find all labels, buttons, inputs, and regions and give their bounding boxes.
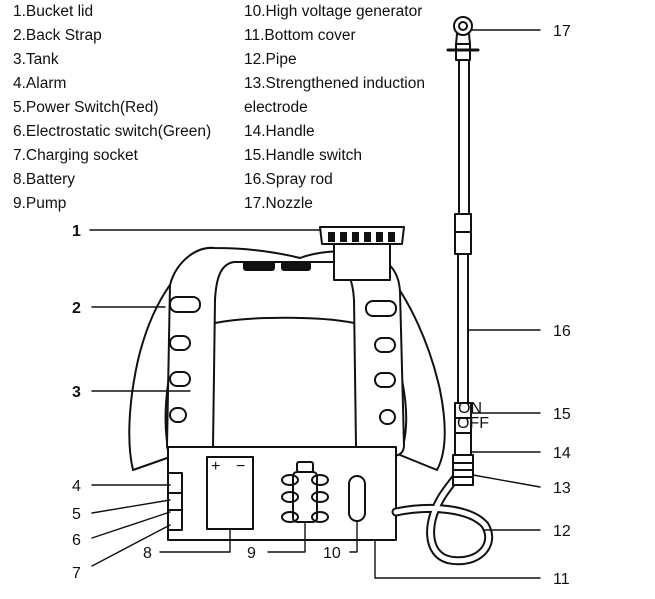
spray-rod xyxy=(454,59,472,405)
battery-plus-sign: + xyxy=(211,458,220,475)
callout-7: 7 xyxy=(72,565,81,582)
control-panel xyxy=(167,472,183,531)
tank-cap-right xyxy=(281,261,311,271)
handle xyxy=(454,432,472,456)
legend-item-pump: 9.Pump xyxy=(13,195,67,212)
legend-item-bucket-lid: 1.Bucket lid xyxy=(13,3,94,20)
callout-6: 6 xyxy=(72,532,81,549)
legend-item-alarm: 4.Alarm xyxy=(13,75,67,92)
legend-item-bottom-cover: 11.Bottom cover xyxy=(244,27,356,44)
callout-1: 1 xyxy=(72,223,81,240)
bucket-lid-grips xyxy=(328,232,395,242)
pipe-inner xyxy=(393,467,492,564)
tank-cap-left xyxy=(243,261,275,271)
legend-item-handle: 14.Handle xyxy=(244,123,315,140)
legend-item-spray-rod: 16.Spray rod xyxy=(244,171,333,188)
bucket-neck xyxy=(333,239,391,281)
battery xyxy=(206,456,254,530)
callout-11: 11 xyxy=(553,571,570,588)
legend-left: 1.Bucket lid 2.Back Strap 3.Tank 4.Alarm… xyxy=(13,0,211,216)
legend-item-induction-electrode-cont: electrode xyxy=(244,99,308,116)
legend-right: 10.High voltage generator 11.Bottom cove… xyxy=(244,0,425,216)
callout-8: 8 xyxy=(143,545,152,562)
handle-switch: ON OFF xyxy=(454,400,489,434)
legend-item-pipe: 12.Pipe xyxy=(244,51,297,68)
callout-14: 14 xyxy=(553,445,571,462)
callout-numbers: 1 2 3 4 5 6 7 8 9 10 11 12 13 14 15 16 1… xyxy=(72,23,571,588)
legend-item-battery: 8.Battery xyxy=(13,171,76,188)
callout-9: 9 xyxy=(247,545,256,562)
switch-off-label: OFF xyxy=(457,415,489,432)
induction-electrode xyxy=(452,454,474,486)
callout-15: 15 xyxy=(553,406,571,423)
legend-item-charging-socket: 7.Charging socket xyxy=(13,147,138,164)
legend-item-handle-switch: 15.Handle switch xyxy=(244,147,363,164)
callout-10: 10 xyxy=(323,545,341,562)
tank xyxy=(212,261,357,448)
bottom-housing xyxy=(167,446,397,541)
callout-16: 16 xyxy=(553,323,571,340)
callout-17: 17 xyxy=(553,23,571,40)
legend-item-induction-electrode: 13.Strengthened induction xyxy=(244,75,425,92)
battery-minus-sign: − xyxy=(236,458,245,475)
legend-item-nozzle: 17.Nozzle xyxy=(244,195,313,212)
legend-item-electrostatic-switch: 6.Electrostatic switch(Green) xyxy=(13,123,212,140)
callout-4: 4 xyxy=(72,478,81,495)
legend-item-power-switch: 5.Power Switch(Red) xyxy=(13,99,159,116)
legend-item-tank: 3.Tank xyxy=(13,51,59,68)
legend-item-high-voltage-generator: 10.High voltage generator xyxy=(244,3,423,20)
callout-3: 3 xyxy=(72,384,81,401)
nozzle xyxy=(446,16,480,61)
legend-item-back-strap: 2.Back Strap xyxy=(13,27,102,44)
callout-5: 5 xyxy=(72,506,81,523)
callout-12: 12 xyxy=(553,523,571,540)
tank-seam xyxy=(214,316,355,324)
leader-lines xyxy=(89,29,541,579)
callout-13: 13 xyxy=(553,480,571,497)
callout-2: 2 xyxy=(72,300,81,317)
back-pads xyxy=(169,296,397,425)
